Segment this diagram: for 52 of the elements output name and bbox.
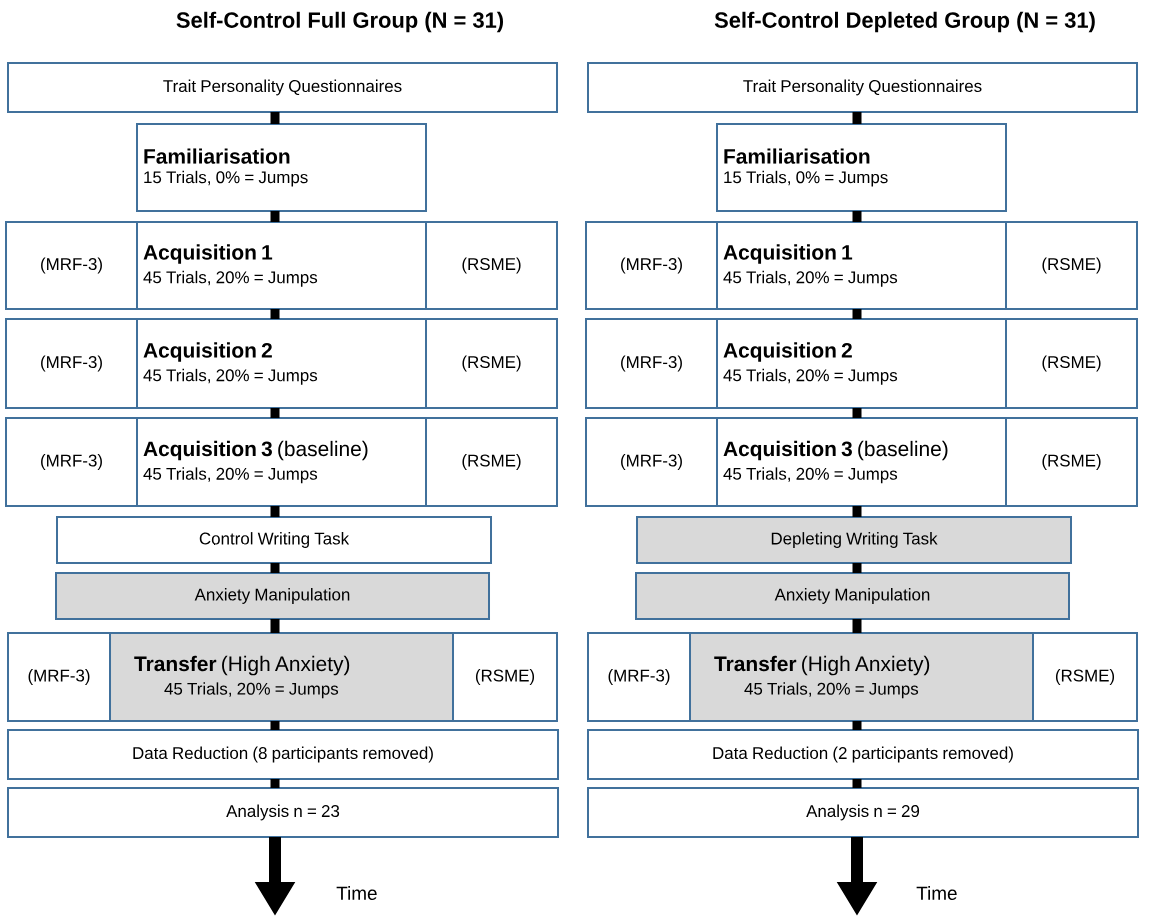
time-label: Time (916, 886, 957, 900)
process-box: Control Writing Task (56, 516, 492, 564)
measure-box: (MRF-3) (585, 221, 718, 310)
group-heading: Self-Control Full Group (N = 31) (176, 11, 503, 33)
connector (852, 563, 862, 573)
measure-box: (RSME) (1005, 318, 1138, 409)
connector (270, 112, 280, 124)
connector (270, 506, 280, 517)
measure-box: (MRF-3) (585, 318, 718, 409)
connector (852, 211, 862, 222)
time-label: Time (336, 886, 377, 900)
process-box: Anxiety Manipulation (55, 572, 490, 620)
connector (852, 721, 862, 730)
measure-box: (MRF-3) (5, 221, 138, 310)
connector (270, 779, 280, 788)
stage-box: Transfer (High Anxiety) 45 Trials, 20% = Jumps (109, 632, 454, 722)
process-box: Anxiety Manipulation (635, 572, 1070, 620)
process-box: Analysis n = 29 (587, 787, 1139, 838)
measure-box: (RSME) (425, 221, 558, 310)
process-box: Depleting Writing Task (636, 516, 1072, 564)
measure-box: (RSME) (1005, 417, 1138, 507)
measure-box: (MRF-3) (587, 632, 691, 722)
measure-box: (MRF-3) (5, 417, 138, 507)
measure-box: (RSME) (425, 417, 558, 507)
connector (852, 779, 862, 788)
measure-box: (RSME) (452, 632, 558, 722)
connector (270, 309, 280, 319)
connector (270, 408, 280, 418)
connector (852, 619, 862, 633)
connector (852, 408, 862, 418)
process-box: Analysis n = 23 (7, 787, 559, 838)
connector (852, 309, 862, 319)
stage-box: Familiarisation 15 Trials, 0% = Jumps (716, 123, 1007, 212)
connector (270, 619, 280, 633)
connector (852, 112, 862, 124)
measure-box: (RSME) (1005, 221, 1138, 310)
connector (270, 211, 280, 222)
process-box: Trait Personality Questionnaires (587, 62, 1138, 113)
connector (270, 721, 280, 730)
measure-box: (RSME) (1032, 632, 1138, 722)
stage-box: Transfer (High Anxiety) 45 Trials, 20% = Jumps (689, 632, 1034, 722)
connector (270, 563, 280, 573)
measure-box: (RSME) (425, 318, 558, 409)
stage-box: Familiarisation 15 Trials, 0% = Jumps (136, 123, 427, 212)
group-heading: Self-Control Depleted Group (N = 31) (714, 11, 1095, 33)
measure-box: (MRF-3) (5, 318, 138, 409)
connector (852, 506, 862, 517)
process-box: Trait Personality Questionnaires (7, 62, 558, 113)
measure-box: (MRF-3) (7, 632, 111, 722)
measure-box: (MRF-3) (585, 417, 718, 507)
process-box: Data Reduction (2 participants removed) (587, 729, 1139, 780)
process-box: Data Reduction (8 participants removed) (7, 729, 559, 780)
